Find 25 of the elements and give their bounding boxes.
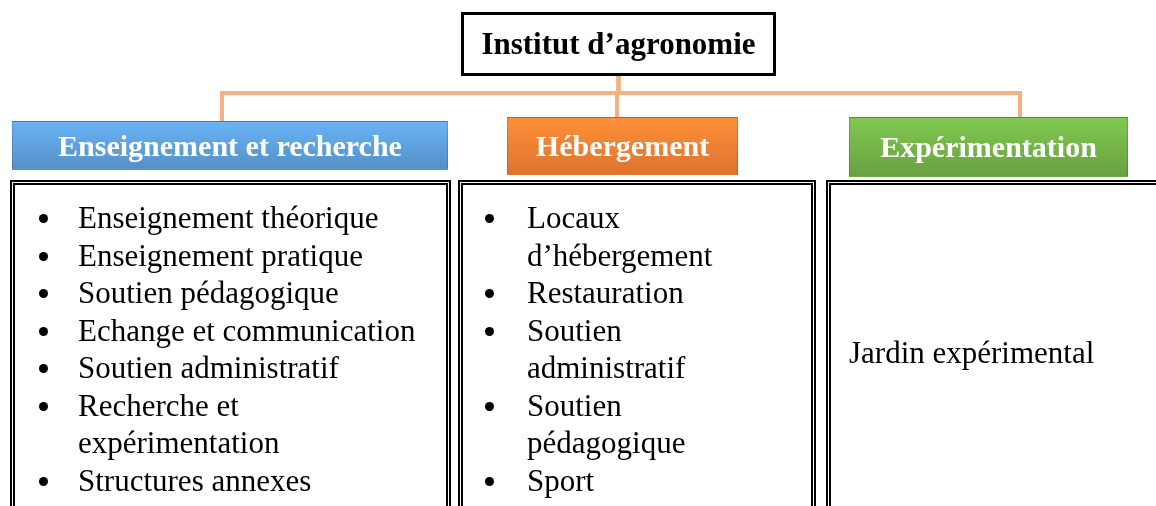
heading-text: Enseignement et recherche — [58, 128, 402, 163]
list-item: Restauration — [527, 275, 684, 310]
category-header — [849, 117, 1128, 177]
list-item: Enseignement pratique — [78, 237, 363, 273]
list-item: Soutien pédagogique — [527, 387, 686, 460]
list-item: Structures annexes — [78, 462, 312, 498]
list-panel — [458, 180, 816, 506]
category-header — [12, 121, 448, 170]
list-item: Soutien pédagogique — [78, 275, 339, 310]
connector-line — [616, 76, 1022, 117]
list-item: Recherche et expérimentation — [78, 387, 280, 460]
category-header — [507, 117, 738, 175]
list-item: Sport — [527, 462, 595, 498]
item-text: Jardin expérimental — [849, 335, 1095, 371]
list-panel — [10, 180, 451, 506]
heading-text: Hébergement — [535, 129, 710, 163]
title-box — [461, 12, 776, 76]
list-item: Soutien administratif — [78, 350, 339, 385]
content-panel — [826, 180, 1156, 506]
list-item: Locaux d’hébergement — [527, 200, 713, 273]
list-item: Echange et communication — [78, 312, 416, 348]
list-item: Enseignement théorique — [78, 200, 379, 235]
heading-text: Expérimentation — [880, 130, 1097, 164]
list-item: Soutien administratif — [527, 312, 686, 385]
heading-text: Institut d’agronomie — [481, 26, 756, 62]
